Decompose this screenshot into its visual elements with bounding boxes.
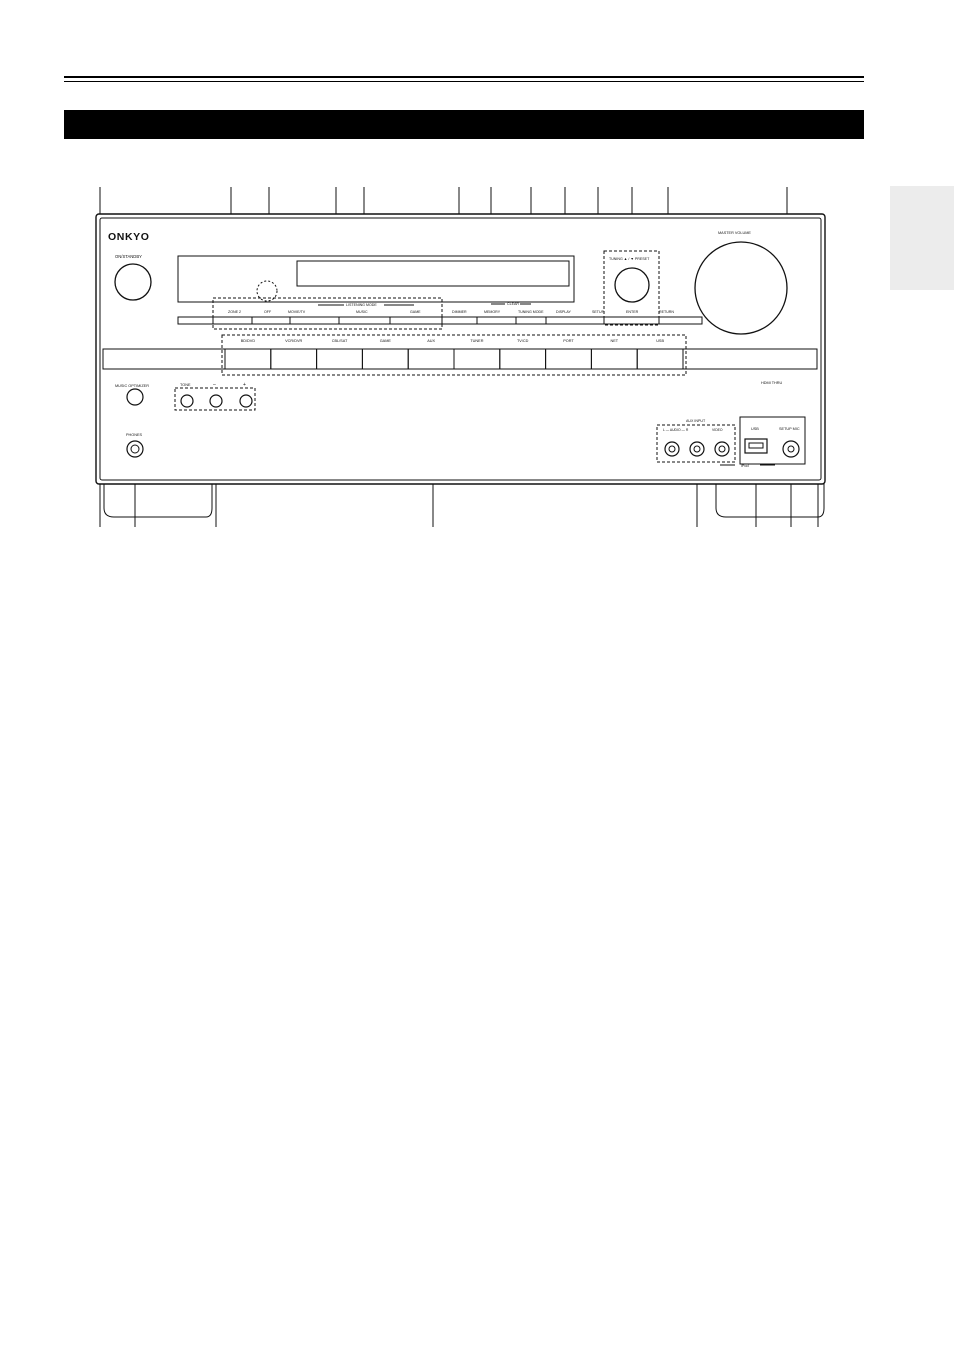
zone2-label: ZONE 2 bbox=[228, 310, 241, 314]
side-tab bbox=[890, 186, 954, 290]
tuning-preset-knob[interactable] bbox=[614, 267, 650, 303]
aux-video-jack[interactable] bbox=[714, 441, 730, 457]
selector-label: NET bbox=[610, 339, 618, 343]
tuning-preset-group bbox=[603, 250, 660, 326]
return-label: RETURN bbox=[659, 310, 674, 314]
selector-label: TV/CD bbox=[517, 339, 529, 343]
setup-label: SETUP bbox=[592, 310, 605, 314]
music-optimizer-button[interactable] bbox=[126, 388, 144, 406]
section-header-bar bbox=[64, 110, 864, 139]
clear-label: CLEAR bbox=[507, 302, 519, 306]
selector-label: AUX bbox=[427, 339, 435, 343]
top-rule-thin bbox=[64, 81, 864, 82]
aux-audio-l-inner bbox=[668, 445, 676, 453]
game-mode-label: GAME bbox=[410, 310, 421, 314]
usb-port[interactable] bbox=[744, 438, 768, 454]
usb-port-inner bbox=[748, 442, 764, 449]
tuning-mode-label: TUNING MODE bbox=[518, 310, 544, 314]
selector-label: TUNER bbox=[470, 339, 483, 343]
aux-audio-r-inner bbox=[693, 445, 701, 453]
movie-tv-label: MOVIE/TV bbox=[288, 310, 306, 314]
memory-label: MEMORY bbox=[484, 310, 501, 314]
remote-sensor bbox=[256, 280, 278, 302]
music-optimizer-label: MUSIC OPTIMIZER bbox=[115, 384, 149, 388]
phones-jack-inner bbox=[130, 444, 140, 454]
master-volume-knob[interactable] bbox=[694, 241, 788, 335]
tone-group bbox=[174, 387, 256, 411]
selector-label: VCR/DVR bbox=[285, 339, 302, 343]
selector-label: USB bbox=[656, 339, 664, 343]
foot-left bbox=[103, 483, 213, 518]
setup-mic-inner bbox=[787, 445, 795, 453]
selector-label: CBL/SAT bbox=[332, 339, 348, 343]
usb-label: USB bbox=[751, 427, 759, 431]
off-label: OFF bbox=[264, 310, 272, 314]
enter-label: ENTER bbox=[626, 310, 639, 314]
setup-mic-jack[interactable] bbox=[782, 440, 800, 458]
ipod-label: iPod bbox=[741, 464, 749, 468]
display-screen bbox=[296, 260, 570, 287]
master-volume-label: MASTER VOLUME bbox=[718, 231, 751, 235]
hdmi-thru-label: HDMI THRU bbox=[761, 381, 782, 385]
dimmer-label: DIMMER bbox=[452, 310, 467, 314]
aux-video-inner bbox=[718, 445, 726, 453]
phones-jack[interactable] bbox=[126, 440, 144, 458]
top-button-strip bbox=[177, 316, 703, 325]
on-standby-label: ON/STANDBY bbox=[115, 254, 142, 259]
aux-input-group bbox=[656, 424, 736, 463]
selector-label: GAME bbox=[380, 339, 392, 343]
brand-logo: ONKYO bbox=[108, 231, 150, 243]
tone-minus-label: – bbox=[213, 382, 216, 388]
tone-plus-label: + bbox=[243, 382, 246, 388]
selector-label: PORT bbox=[563, 339, 574, 343]
setup-mic-label: SETUP MIC bbox=[779, 427, 800, 431]
tone-label: TONE bbox=[180, 383, 191, 387]
on-standby-button[interactable] bbox=[114, 263, 152, 301]
phones-label: PHONES bbox=[126, 433, 143, 437]
aux-input-label: AUX INPUT bbox=[686, 419, 706, 423]
selector-group bbox=[221, 334, 687, 376]
audio-lr-label: L — AUDIO — R bbox=[663, 428, 689, 432]
foot-right bbox=[715, 483, 825, 518]
chassis-inner bbox=[99, 217, 822, 481]
tuning-preset-label: TUNING ▲ / ▼ PRESET bbox=[609, 257, 650, 261]
tone-plus-button[interactable] bbox=[239, 394, 253, 408]
display-label: DISPLAY bbox=[556, 310, 572, 314]
tone-minus-button[interactable] bbox=[209, 394, 223, 408]
aux-audio-r-jack[interactable] bbox=[689, 441, 705, 457]
aux-audio-l-jack[interactable] bbox=[664, 441, 680, 457]
video-label: VIDEO bbox=[712, 428, 723, 432]
music-label: MUSIC bbox=[356, 310, 368, 314]
selector-label: BD/DVD bbox=[241, 339, 256, 343]
tone-button[interactable] bbox=[180, 394, 194, 408]
listening-mode-label: LISTENING MODE bbox=[346, 303, 377, 307]
display-window bbox=[177, 255, 575, 303]
usb-setup-panel bbox=[739, 416, 806, 465]
selector-button[interactable] bbox=[636, 348, 684, 370]
top-rule bbox=[64, 76, 864, 78]
